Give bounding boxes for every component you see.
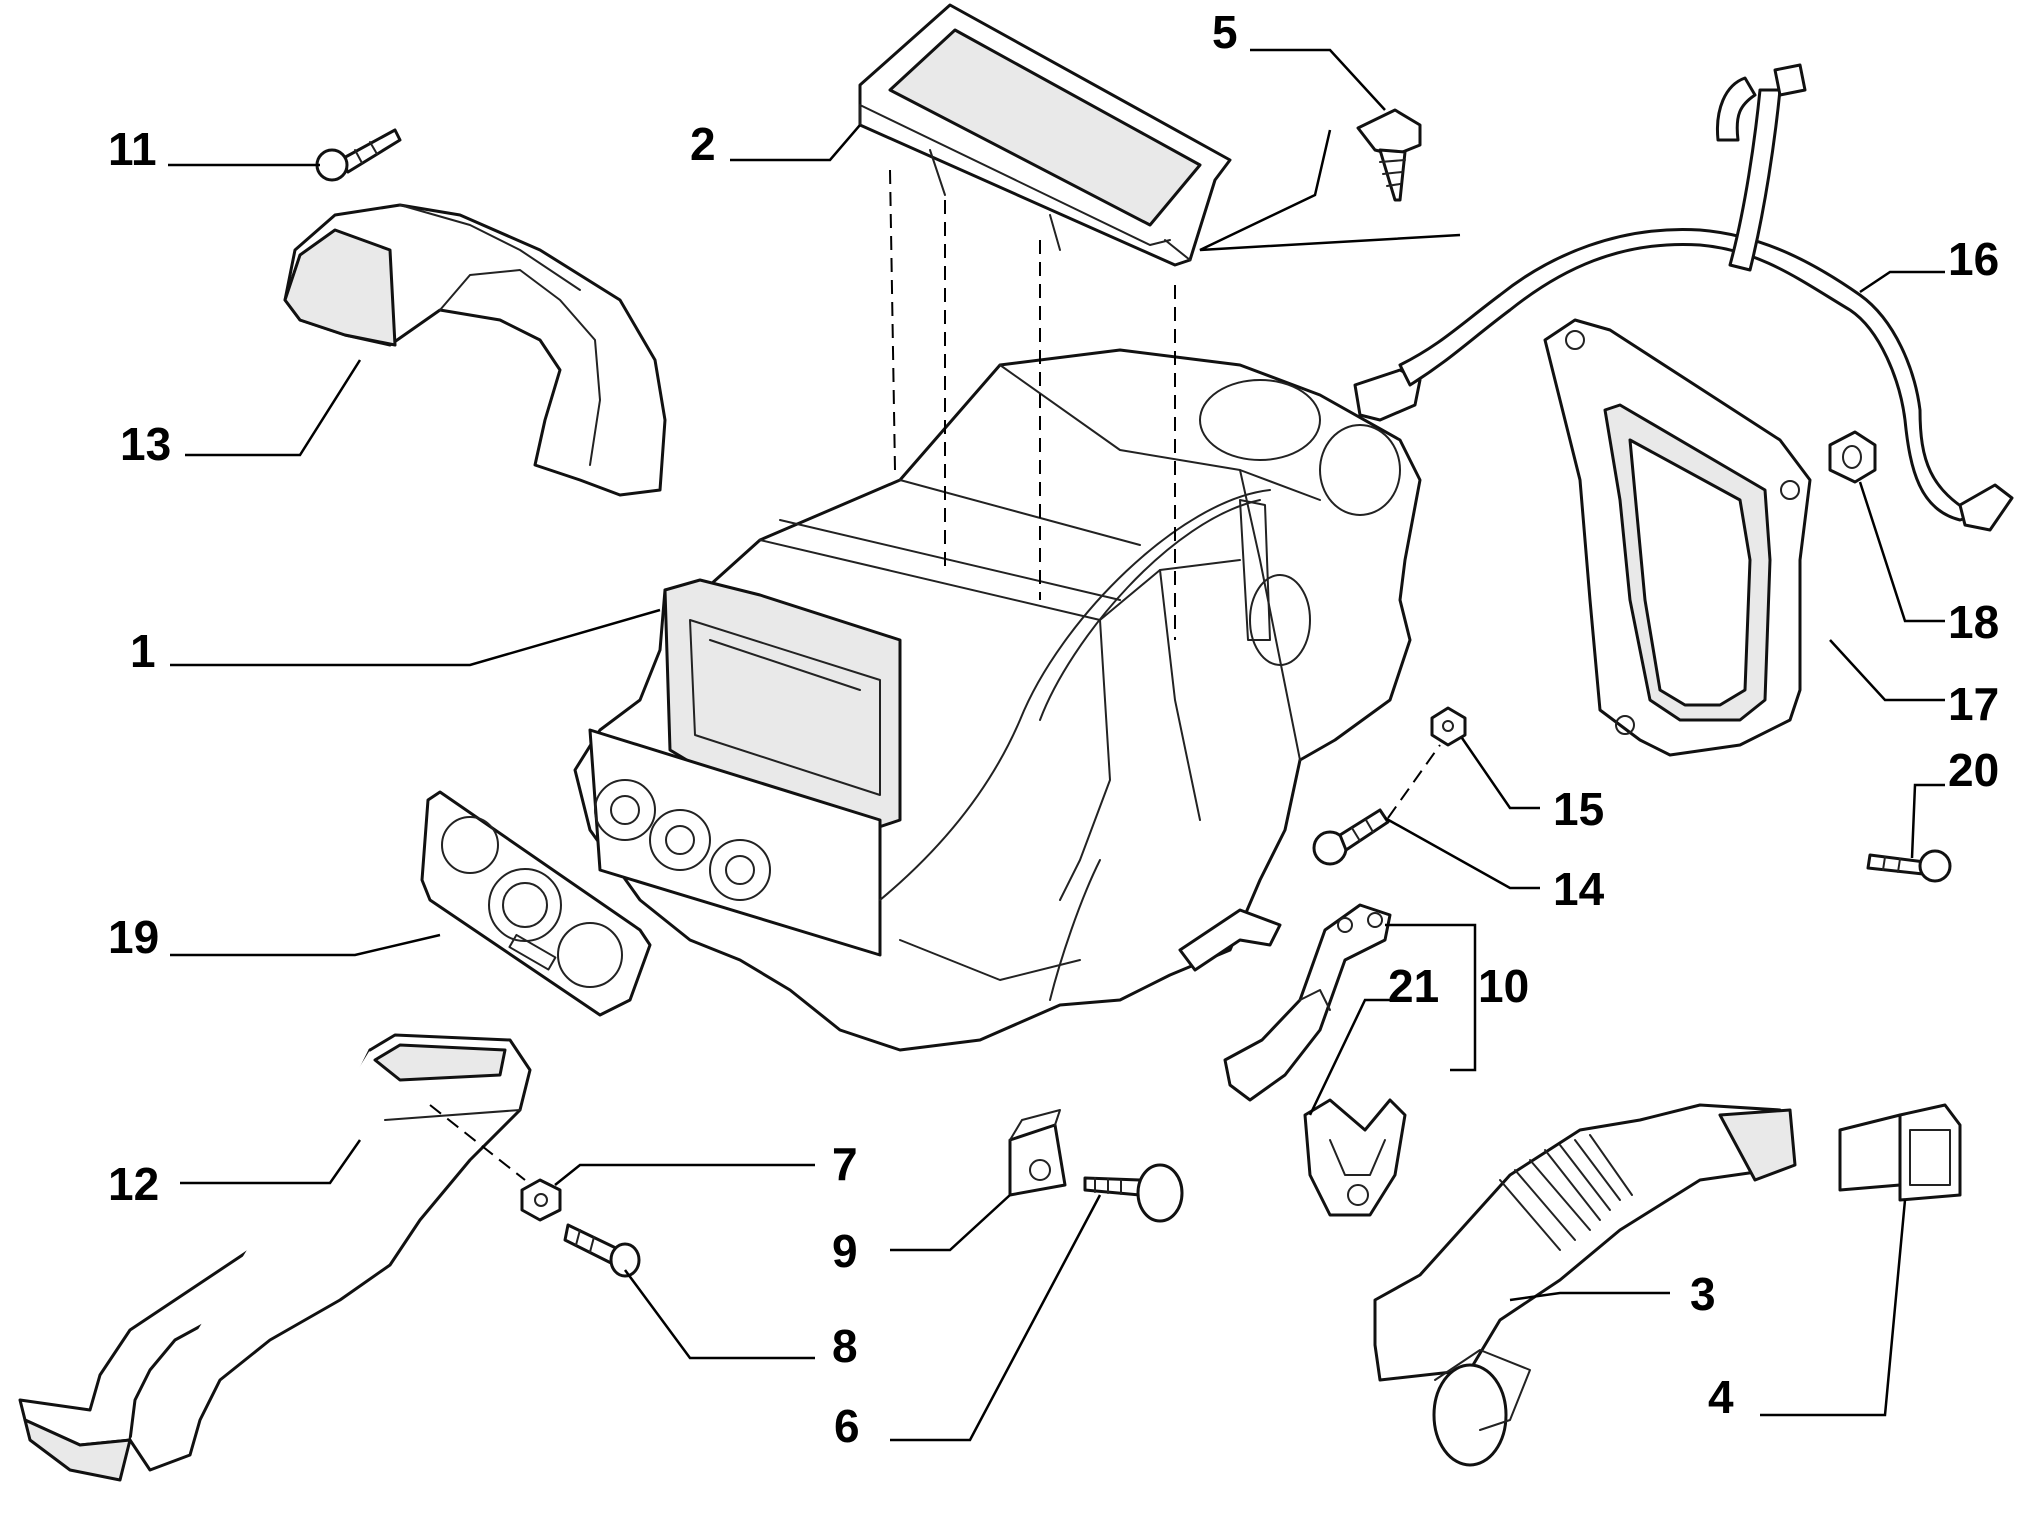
callout-21: 21 [1388,960,1439,1012]
callout-11: 11 [108,123,157,175]
part-3-corrugated-duct [1373,1103,1797,1467]
part-8-screw [563,1223,641,1278]
leader-2 [730,124,861,162]
leader-19 [170,933,441,957]
part-5-push-clip [1356,108,1422,202]
callout-14: 14 [1553,863,1605,915]
callout-15: 15 [1553,783,1604,835]
leader-5 [1250,48,1386,111]
callout-5: 5 [1212,6,1238,58]
leader-16 [1859,270,1945,294]
part-6-flange-bolt [1083,1163,1184,1223]
part-14-screw [1312,808,1390,866]
callout-20: 20 [1948,744,1999,796]
callout-7: 7 [832,1138,858,1190]
callout-13: 13 [120,418,171,470]
part-10-mounting-bracket [1223,903,1392,1102]
leader-8 [623,1269,815,1360]
part-15-nut [1430,706,1467,747]
leader-20 [1910,783,1945,859]
part-7-nut [520,1178,562,1222]
part-18-nut [1828,430,1877,484]
leader-13 [185,359,362,457]
part-21-cable-clamp [1303,1098,1407,1217]
callout-8: 8 [832,1320,858,1372]
leader-12 [180,1139,362,1185]
callout-16: 16 [1948,233,1999,285]
part-17-gasket-frame [1543,318,1812,757]
part-16-heater-pipes [1353,63,2014,532]
callout-17: 17 [1948,678,1999,730]
part-4-duct-adapter [1838,1103,1962,1202]
leader-9 [890,1194,1011,1252]
part-11-screw [315,128,402,182]
leader-4 [1760,1199,1907,1417]
callout-4: 4 [1708,1371,1734,1423]
part-13-air-duct [283,203,667,497]
assembly-line-part-14-15 [1387,744,1441,819]
part-20-screw [1866,849,1952,883]
leader-1 [170,608,661,667]
callout-9: 9 [832,1225,858,1277]
leader-lines [168,48,1945,1442]
assembly-line-part-12 [429,1104,526,1181]
callout-19: 19 [108,911,159,963]
leader-15 [1460,737,1540,810]
callout-2: 2 [690,118,716,170]
callout-18: 18 [1948,596,1999,648]
assembly-lines-part-2 [889,169,1176,640]
leader-18 [1858,481,1945,623]
leader-17 [1829,639,1945,702]
leader-6 [890,1194,1102,1442]
leader-7 [554,1163,815,1186]
part-2-cabin-filter-cover [858,3,1232,267]
callout-10: 10 [1478,960,1529,1012]
part-1-heater-housing [573,348,1422,1052]
leader-21 [1308,998,1395,1116]
callout-6: 6 [834,1400,860,1452]
callout-labels: 1 2 3 4 5 6 7 8 9 10 11 12 13 14 15 16 1… [108,6,1999,1452]
callout-12: 12 [108,1158,159,1210]
part-12-floor-duct [18,1033,532,1482]
leader-3 [1509,1291,1670,1302]
callout-3: 3 [1690,1268,1716,1320]
leader-5b [1199,129,1461,252]
leader-14 [1384,816,1540,890]
part-19-control-bezel [420,790,652,1017]
callout-1: 1 [130,625,156,677]
leader-10 [1385,923,1477,1072]
part-9-bracket-clip [1008,1109,1067,1197]
